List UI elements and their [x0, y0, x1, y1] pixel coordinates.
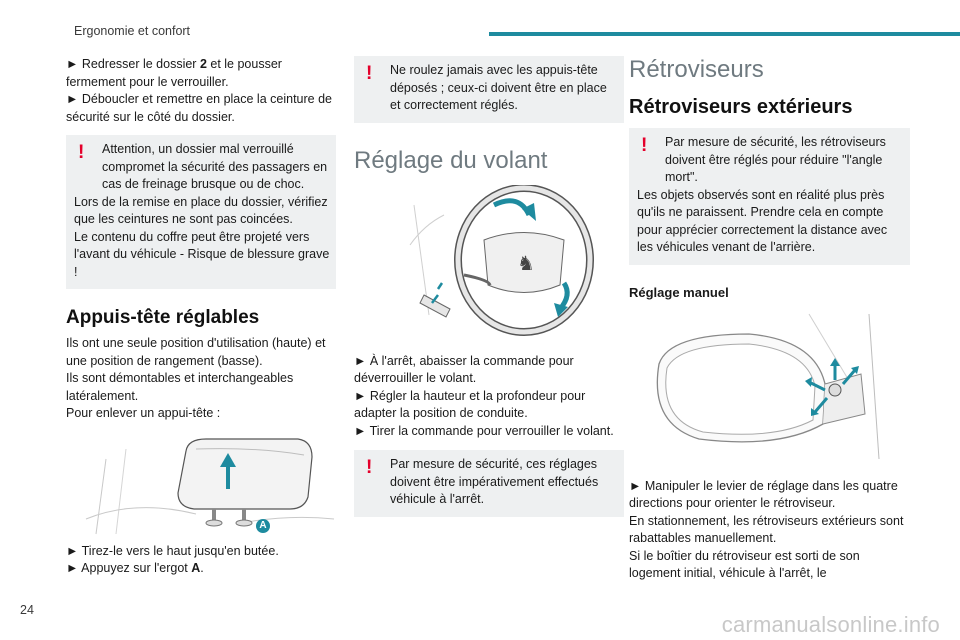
step-line-bold: A — [191, 561, 201, 575]
warning-text: Lors de la remise en place du dossier, v… — [74, 194, 328, 227]
heading-steering-wheel: Réglage du volant — [354, 146, 548, 174]
body-line: Si le boîtier du rétroviseur est sorti d… — [629, 548, 860, 581]
warning-box-headrest: ! Ne roulez jamais avec les appuis-tête … — [354, 56, 624, 123]
body-line: Pour enlever un appui-tête : — [66, 406, 221, 420]
warning-text: Attention, un dossier mal verrouillé com… — [102, 142, 328, 191]
body-line: En stationnement, les rétroviseurs extér… — [629, 513, 904, 546]
warning-icon: ! — [366, 63, 373, 84]
step-line: ► Appuyez sur l'ergot A. — [66, 560, 336, 578]
heading-manual-adjustment: Réglage manuel — [629, 284, 729, 300]
section-title: Ergonomie et confort — [74, 24, 191, 38]
headrest-illustration: A — [66, 429, 336, 539]
mirror-illustration — [629, 304, 899, 464]
column-2: ! Ne roulez jamais avec les appuis-tête … — [354, 56, 624, 517]
step-line: ► Tirez-le vers le haut jusqu'en butée. — [66, 543, 279, 558]
page-number: 24 — [20, 603, 34, 617]
heading-mirrors: Rétroviseurs — [629, 56, 764, 83]
warning-text: Par mesure de sécurité, les rétroviseurs… — [665, 135, 886, 184]
warning-box-seat: ! Attention, un dossier mal verrouillé c… — [66, 135, 336, 289]
body-line: Ils ont une seule position d'utilisation… — [66, 336, 326, 368]
step-line: ► Tirer la commande pour verrouiller le … — [354, 423, 614, 438]
heading-exterior-mirrors: Rétroviseurs extérieurs — [629, 96, 853, 118]
watermark: carmanualsonline.info — [721, 612, 940, 637]
steering-wheel-drawing: ♞ — [409, 183, 594, 336]
steering-wheel-illustration: ♞ — [354, 183, 624, 345]
warning-text: Ne roulez jamais avec les appuis-tête dé… — [390, 63, 607, 112]
step-line: ► À l'arrêt, abaisser la commande pour d… — [354, 353, 574, 386]
callout-a-label: A — [259, 519, 267, 531]
warning-icon: ! — [78, 142, 85, 163]
svg-text:♞: ♞ — [517, 251, 535, 275]
body-line: Ils sont démontables et interchangeables… — [66, 371, 294, 403]
intro-line-1-prefix: ► Redresser le dossier — [66, 57, 200, 71]
intro-line-1-bold: 2 — [199, 57, 207, 71]
warning-icon: ! — [641, 135, 648, 156]
column-1: ► Redresser le dossier 2 et le pousser f… — [66, 56, 336, 578]
warning-text: Le contenu du coffre peut être projeté v… — [74, 229, 330, 279]
warning-box-mirrors: ! Par mesure de sécurité, les rétroviseu… — [629, 128, 910, 265]
body-line: ► Manipuler le levier de réglage dans le… — [629, 478, 898, 511]
headrest-drawing — [85, 437, 335, 534]
intro-line-1: ► Redresser le dossier 2 et le pousser f… — [66, 56, 336, 91]
header-accent-bar — [489, 32, 960, 36]
mirror-drawing — [656, 313, 880, 459]
warning-text: Par mesure de sécurité, ces réglages doi… — [390, 457, 599, 506]
column-3: Rétroviseurs Rétroviseurs extérieurs ! P… — [629, 56, 910, 583]
step-line: ► Régler la hauteur et la profondeur pou… — [354, 388, 586, 421]
warning-text: Les objets observés sont en réalité plus… — [637, 187, 888, 255]
warning-box-steering: ! Par mesure de sécurité, ces réglages d… — [354, 450, 624, 517]
intro-line-2: ► Déboucler et remettre en place la cein… — [66, 92, 332, 124]
heading-headrests: Appuis-tête réglables — [66, 307, 260, 328]
step-line-prefix: ► Appuyez sur l'ergot — [66, 561, 192, 575]
callout-a-badge: A — [256, 518, 270, 533]
intro-line-1-suffix: et le pousser fermement pour le verrouil… — [66, 57, 282, 89]
warning-icon: ! — [366, 457, 373, 478]
step-line-suffix: . — [200, 561, 204, 575]
